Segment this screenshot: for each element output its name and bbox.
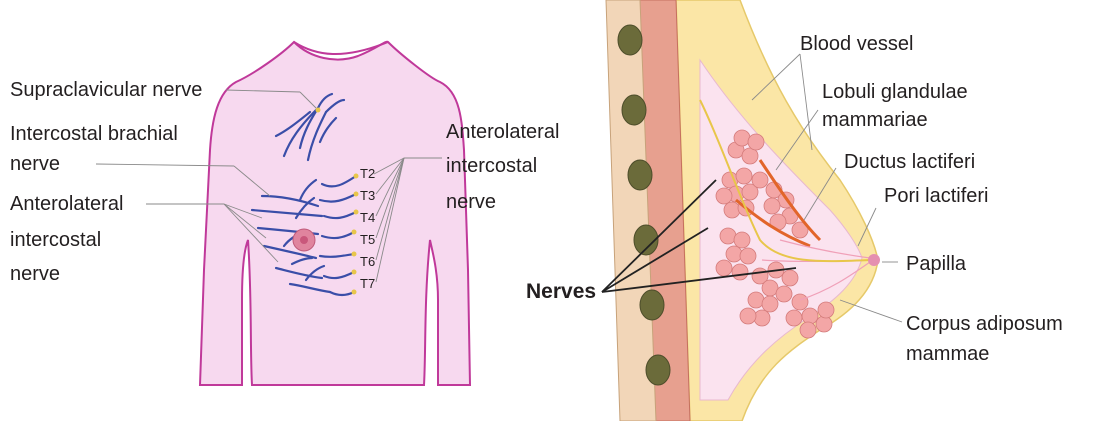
label-supraclavicular-nerve: Supraclavicular nerve bbox=[10, 79, 202, 101]
label-anterolateral-left-line2: intercostal bbox=[10, 229, 101, 251]
segment-label-t3: T3 bbox=[360, 188, 375, 203]
label-anterolateral-right-line2: intercostal bbox=[446, 155, 537, 177]
torso-illustration bbox=[200, 42, 470, 385]
label-intercostal-brachial-line2: nerve bbox=[10, 153, 60, 175]
label-blood-vessel: Blood vessel bbox=[800, 33, 913, 55]
breast-cross-section bbox=[606, 0, 880, 421]
label-intercostal-brachial-line1: Intercostal brachial bbox=[10, 123, 178, 145]
papilla bbox=[868, 254, 880, 266]
label-anterolateral-left-line1: Anterolateral bbox=[10, 193, 123, 215]
label-anterolateral-right-line1: Anterolateral bbox=[446, 121, 559, 143]
label-pori-lactiferi: Pori lactiferi bbox=[884, 185, 988, 207]
label-lobuli-line2: mammariae bbox=[822, 109, 928, 131]
label-papilla: Papilla bbox=[906, 253, 967, 275]
label-anterolateral-right-line3: nerve bbox=[446, 191, 496, 213]
label-ductus-lactiferi: Ductus lactiferi bbox=[844, 151, 975, 173]
segment-label-t4: T4 bbox=[360, 210, 375, 225]
label-corpus-adiposum-line1: Corpus adiposum bbox=[906, 313, 1063, 335]
segment-label-t2: T2 bbox=[360, 166, 375, 181]
segment-label-t5: T5 bbox=[360, 232, 375, 247]
nipple bbox=[300, 236, 308, 244]
segment-label-t6: T6 bbox=[360, 254, 375, 269]
label-corpus-adiposum-line2: mammae bbox=[906, 343, 989, 365]
label-anterolateral-left-line3: nerve bbox=[10, 263, 60, 285]
label-nerves: Nerves bbox=[526, 280, 596, 303]
segment-label-t7: T7 bbox=[360, 276, 375, 291]
label-lobuli-line1: Lobuli glandulae bbox=[822, 81, 968, 103]
torso-body bbox=[200, 42, 470, 385]
